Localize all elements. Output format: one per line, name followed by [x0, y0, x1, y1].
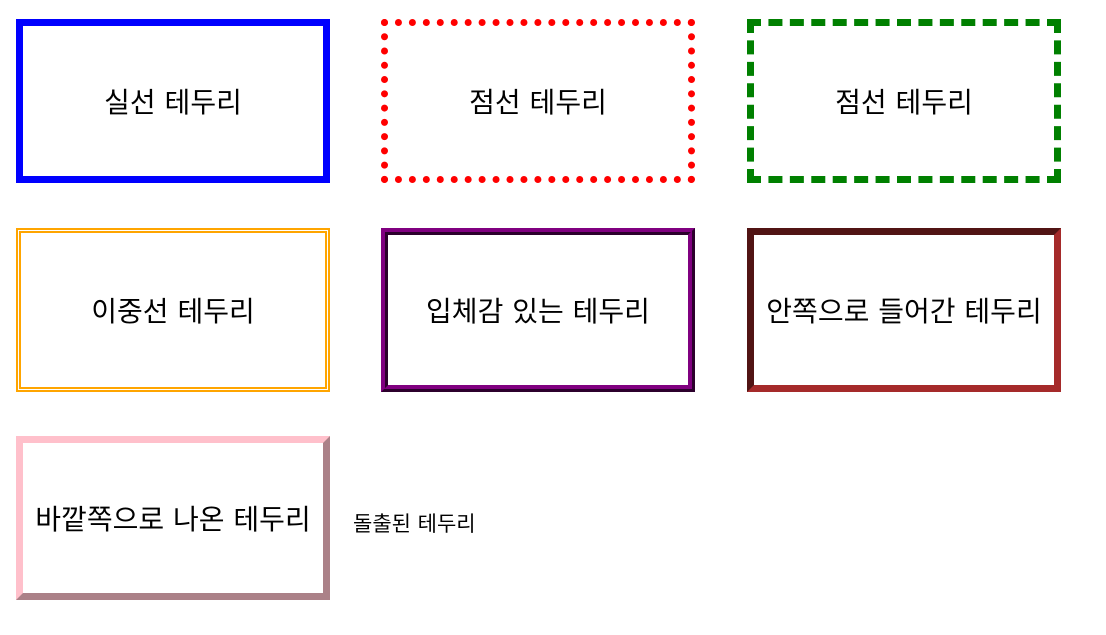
double-border-label: 이중선 테두리 — [91, 295, 255, 328]
outset-border-box: 바깥쪽으로 나온 테두리 — [16, 436, 330, 600]
solid-border-box: 실선 테두리 — [16, 19, 330, 183]
inset-border-box: 안쪽으로 들어간 테두리 — [747, 228, 1061, 392]
inset-border-label: 안쪽으로 들어간 테두리 — [766, 295, 1042, 328]
caption-text: 돌출된 테두리 — [353, 512, 476, 536]
dotted-border-label: 점선 테두리 — [469, 86, 607, 119]
dashed-border-box: 점선 테두리 — [747, 19, 1061, 183]
ridge-border-label: 입체감 있는 테두리 — [426, 295, 650, 328]
outset-border-label: 바깥쪽으로 나온 테두리 — [35, 503, 311, 536]
dotted-border-box: 점선 테두리 — [381, 19, 695, 183]
dashed-border-label: 점선 테두리 — [835, 86, 973, 119]
ridge-border-box: 입체감 있는 테두리 — [381, 228, 695, 392]
double-border-box: 이중선 테두리 — [16, 228, 330, 392]
solid-border-label: 실선 테두리 — [104, 86, 242, 119]
